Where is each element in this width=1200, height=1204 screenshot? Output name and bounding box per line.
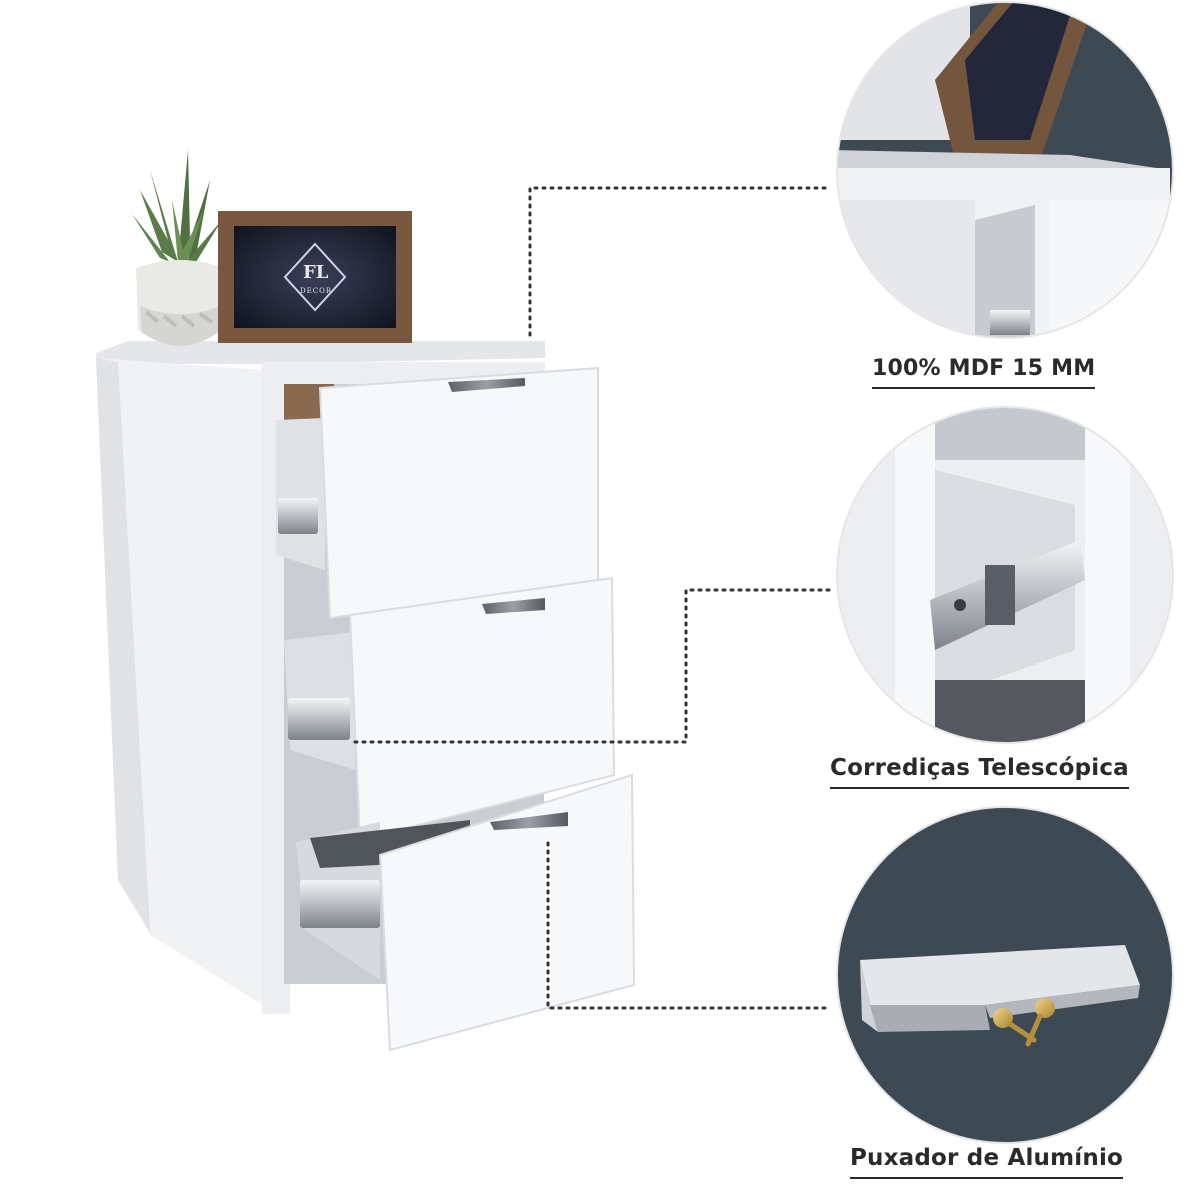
screw-icon: [993, 998, 1055, 1047]
drawer-bottom[interactable]: [296, 773, 636, 1052]
plant: [132, 150, 222, 262]
drawer-slide-rail: [278, 498, 318, 534]
handle-aluminum[interactable]: [448, 378, 525, 392]
detail-circle-slides: [836, 406, 1174, 744]
drawer-front: [348, 576, 616, 842]
cabinet-top: [96, 341, 545, 364]
drawer-top[interactable]: [276, 366, 599, 620]
feature-caption-handle: Puxador de Alumínio: [850, 1145, 1124, 1179]
frame-logo-brand: DECOR: [300, 287, 333, 295]
picture-frame: [218, 211, 412, 343]
detail-circle-handle: [836, 806, 1174, 1144]
cabinet: [96, 341, 636, 1052]
feature-caption-mdf: 100% MDF 15 MM: [872, 356, 1096, 389]
drawer-front: [378, 773, 636, 1052]
drawer-front: [318, 366, 599, 620]
handle-aluminum[interactable]: [482, 598, 545, 614]
drawer-middle[interactable]: [284, 576, 616, 842]
drawer-slide-rail: [288, 698, 350, 740]
detail-circle-mdf: [836, 1, 1174, 339]
plant-pot: [136, 260, 224, 346]
callout-connector: [353, 186, 832, 1010]
frame-logo-monogram: FL: [303, 262, 329, 283]
drawer-slide-rail: [300, 880, 380, 928]
handle-aluminum[interactable]: [490, 812, 568, 830]
feature-caption-slides: Corrediças Telescópica: [830, 755, 1129, 789]
